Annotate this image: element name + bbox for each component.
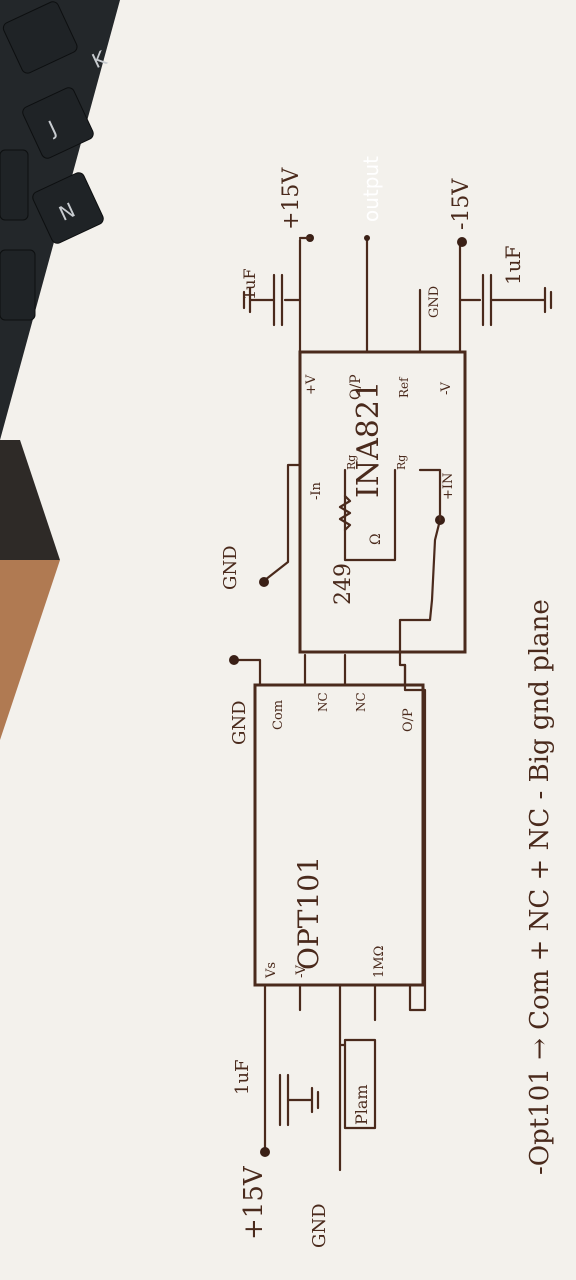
- schematic: +15V 1uF GND Plam Vs -V 1MΩ OPT101 Com N…: [220, 156, 555, 1248]
- label-resistor-value: 249: [331, 563, 356, 605]
- wire-neg-in-gnd: [263, 443, 302, 582]
- ina821-pin-ref: Ref: [397, 376, 411, 398]
- wire-pos-in: [418, 468, 442, 522]
- label-supply-neg: -15V: [449, 178, 474, 230]
- cap-left-gnd: [286, 1086, 320, 1114]
- opt101-pin-com: Com: [271, 700, 286, 730]
- opt101-pin-1m: 1MΩ: [372, 946, 387, 978]
- photodiode-box: [343, 1038, 377, 1130]
- gnd-mid-node: [259, 577, 269, 587]
- label-resistor-unit: Ω: [368, 533, 384, 545]
- resistor-249: [338, 494, 352, 532]
- label-cap-bottom-right: 1uF: [501, 245, 525, 285]
- opt101-pin-op: O/P: [401, 708, 416, 732]
- opt101-pin-nc1: NC: [316, 692, 330, 712]
- label-cap-top-right: 1uF: [240, 268, 259, 300]
- cap-bottom-right-gnd: [489, 286, 553, 314]
- label-output: output: [359, 156, 383, 222]
- ina821-pin-op: O/P: [348, 374, 364, 400]
- ina821-pin-pos-in: +IN: [441, 473, 456, 500]
- label-cap-left: 1uF: [232, 1059, 253, 1095]
- label-gnd-top: GND: [229, 700, 250, 745]
- ina821-pin-pos-v: +V: [304, 374, 319, 395]
- label-gnd-left: GND: [309, 1203, 330, 1248]
- ina821-box: [298, 350, 467, 654]
- wire-op-loop: [403, 663, 427, 1012]
- ina821-pin-rg2: Rg: [395, 455, 408, 470]
- gnd-top-node: [229, 655, 239, 665]
- opt101-pin-nc2: NC: [354, 692, 368, 712]
- ina821-title: INA821: [351, 381, 386, 498]
- supply-pos-left-node: [260, 1147, 270, 1157]
- label-gnd-ref: GND: [427, 286, 442, 318]
- label-photodiode: Plam: [352, 1084, 371, 1125]
- ina821-pin-neg-v: -V: [439, 382, 454, 395]
- opt101-pin-vs: Vs: [264, 962, 279, 979]
- wire-com-gnd: [233, 658, 262, 687]
- ina821-pin-neg-in: -In: [309, 481, 324, 500]
- wire-op-to-ina: [398, 518, 442, 667]
- opt101-pin-neg-v: -V: [294, 965, 309, 978]
- label-note: -Opt101 → Com + NC + NC - Big gnd plane: [525, 599, 555, 1175]
- ina821-pin-rg1: Rg: [345, 455, 358, 470]
- output-node: [364, 235, 370, 241]
- label-gnd-mid: GND: [220, 545, 241, 590]
- label-supply-pos-right: +15V: [279, 167, 304, 230]
- supply-neg-node: [457, 237, 467, 247]
- opt101-title: OPT101: [292, 856, 325, 970]
- desk-wood: [0, 560, 60, 740]
- cap-top-right-gnd: [242, 286, 276, 314]
- label-supply-pos-left: +15V: [239, 1165, 269, 1240]
